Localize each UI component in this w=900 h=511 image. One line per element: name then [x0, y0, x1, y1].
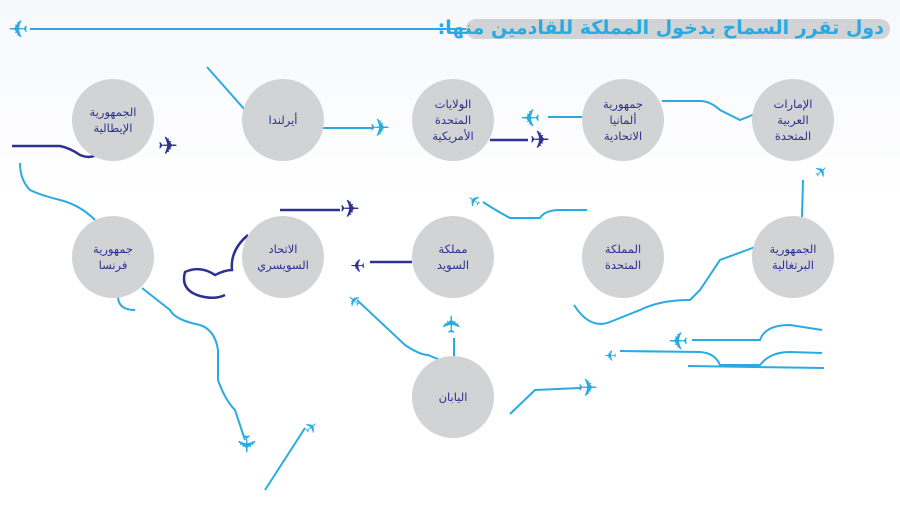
plane-icon: ✈ — [604, 346, 617, 364]
plane-icon: ✈ — [668, 326, 689, 354]
plane-icon: ✈ — [438, 313, 467, 335]
country-france: جمهورية فرنسا — [72, 216, 154, 298]
plane-icon: ✈ — [370, 114, 391, 142]
country-uk: المملكة المتحدة — [582, 216, 664, 298]
country-sweden: مملكة السويد — [412, 216, 494, 298]
plane-icon: ✈ — [350, 254, 366, 275]
page-title: دول تقرر السماح بدخول المملكة للقادمين م… — [437, 17, 884, 39]
country-germany: جمهورية ألمانيا الاتحادية — [582, 79, 664, 161]
title-banner — [466, 19, 890, 39]
plane-icon: ✈ — [578, 374, 599, 402]
plane-icon: ✈ — [232, 433, 261, 455]
country-italy: الجمهورية الإيطالية — [72, 79, 154, 161]
country-japan: اليابان — [412, 356, 494, 438]
country-ireland: أيرلندا — [242, 79, 324, 161]
country-portugal: الجمهورية البرتغالية — [752, 216, 834, 298]
plane-icon: ✈ — [8, 14, 29, 42]
country-usa: الولايات المتحدة الأمريكية — [412, 79, 494, 161]
country-uae: الإمارات العربية المتحدة — [752, 79, 834, 161]
country-switzerland: الاتحاد السويسري — [242, 216, 324, 298]
plane-icon: ✈ — [340, 195, 361, 223]
plane-icon: ✈ — [158, 132, 179, 160]
plane-icon: ✈ — [530, 126, 551, 154]
